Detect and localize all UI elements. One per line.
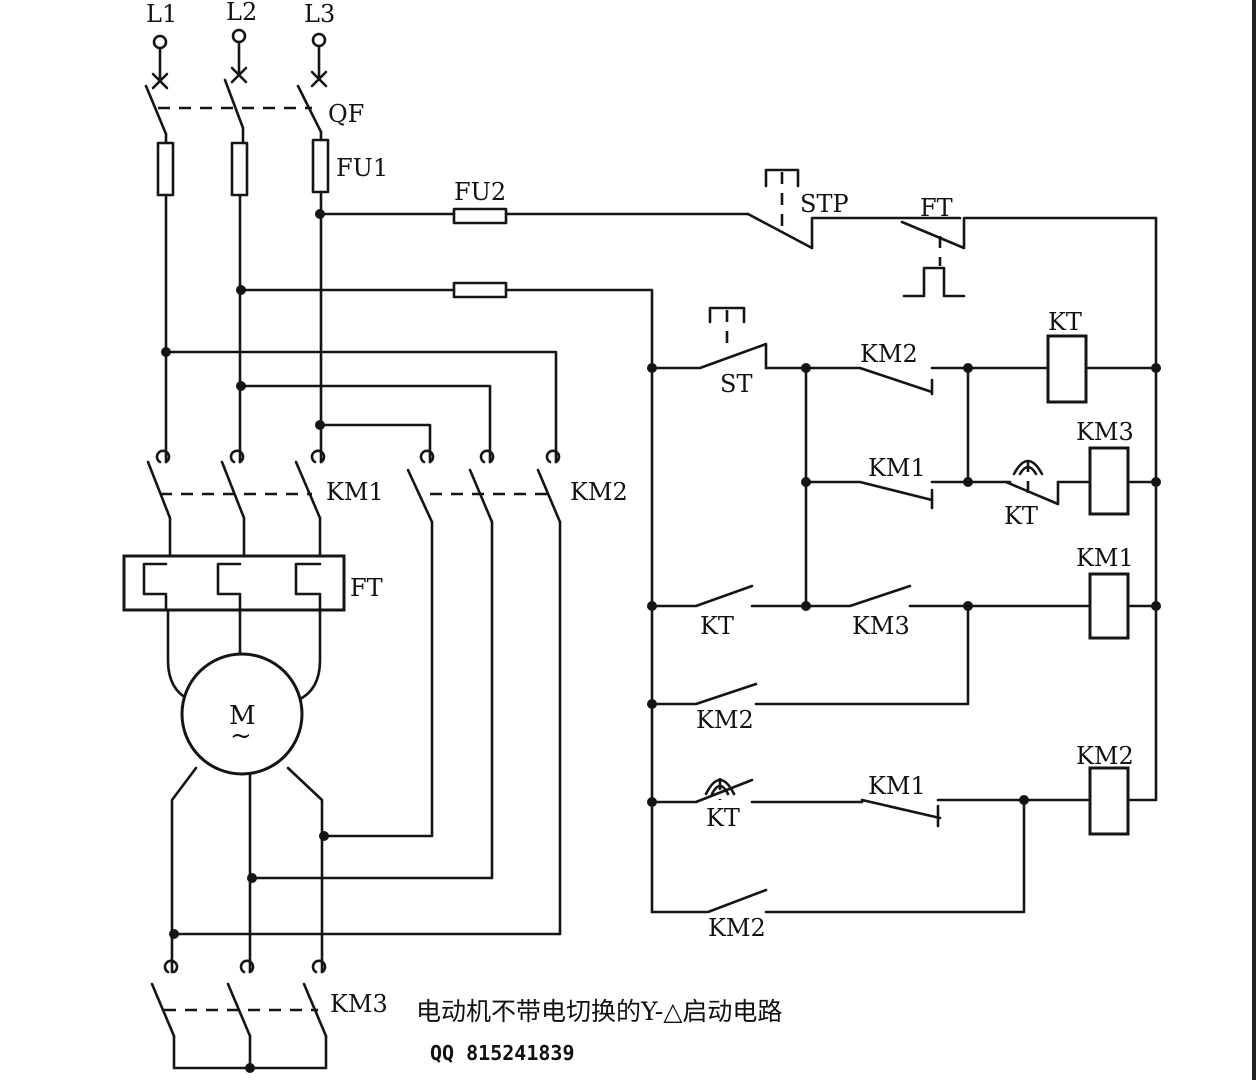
km1-main-label: KM1 bbox=[326, 478, 384, 506]
power-terminals: L1 L2 L3 bbox=[146, 0, 335, 80]
fuse-fu2-l2 bbox=[452, 281, 508, 299]
rung-4: KM2 bbox=[650, 604, 970, 734]
rung-5: KT KM1 KM2 bbox=[650, 742, 1134, 836]
thermal-relay-ft: FT bbox=[122, 554, 383, 612]
motor-m-label: M bbox=[229, 701, 256, 731]
kt-coil bbox=[1046, 334, 1088, 404]
rung-1: KM2 KT bbox=[858, 308, 1158, 404]
km3-coil-label: KM3 bbox=[1076, 418, 1134, 446]
ft-contact-label: FT bbox=[920, 194, 953, 222]
km3-main-label: KM3 bbox=[330, 990, 388, 1018]
km2-coil-label: KM2 bbox=[1076, 742, 1134, 770]
km2-nc-label: KM2 bbox=[860, 340, 918, 368]
terminal-label-l1: L1 bbox=[146, 0, 177, 28]
stp-label: STP bbox=[800, 190, 849, 218]
breaker-qf: QF bbox=[144, 66, 364, 136]
kt-timed-label-5: KT bbox=[706, 804, 740, 832]
km3-coil bbox=[1088, 446, 1130, 516]
fuse-fu2 bbox=[452, 207, 508, 225]
motor: M ~ bbox=[180, 652, 304, 776]
motor-tilde: ~ bbox=[230, 721, 252, 751]
terminal-l3 bbox=[311, 32, 327, 48]
kt-no-label: KT bbox=[700, 612, 734, 640]
rung-3: KT KM3 KM1 bbox=[650, 544, 1158, 640]
terminal-label-l3: L3 bbox=[304, 0, 335, 28]
kt-coil-label: KT bbox=[1048, 308, 1082, 336]
terminal-label-l2: L2 bbox=[226, 0, 257, 26]
km2-hold-label-6: KM2 bbox=[708, 914, 766, 942]
km1-coil-label: KM1 bbox=[1076, 544, 1134, 572]
kt-timed-label: KT bbox=[1004, 502, 1038, 530]
rung-6: KM2 bbox=[650, 798, 1026, 942]
rung-2: KM1 KT KM3 bbox=[804, 366, 1158, 530]
stop-button-stp: STP bbox=[746, 168, 962, 250]
terminal-l2 bbox=[231, 28, 247, 44]
km2-hold-label-4: KM2 bbox=[696, 706, 754, 734]
ft-contact: FT bbox=[900, 194, 1158, 298]
km1-nc-label: KM1 bbox=[868, 454, 926, 482]
km2-main-label: KM2 bbox=[570, 478, 628, 506]
fu2-label: FU2 bbox=[454, 178, 506, 206]
ft-relay-label: FT bbox=[350, 574, 383, 602]
fuses-fu1: FU1 bbox=[156, 126, 388, 197]
contactor-km1: KM1 bbox=[146, 449, 384, 520]
contactor-km2: KM2 bbox=[406, 449, 628, 524]
km1-nc-label-5: KM1 bbox=[868, 772, 926, 800]
scan-edge bbox=[1252, 0, 1256, 1080]
contactor-km3: KM3 bbox=[150, 959, 388, 1073]
terminal-l1 bbox=[152, 34, 168, 50]
km2-coil bbox=[1088, 766, 1130, 836]
km3-no-label: KM3 bbox=[852, 612, 910, 640]
start-button-st: ST bbox=[650, 306, 768, 398]
km1-coil bbox=[1088, 572, 1130, 640]
st-label: ST bbox=[720, 370, 752, 398]
qq-number: QQ 815241839 bbox=[430, 1041, 575, 1065]
diagram-caption: 电动机不带电切换的Y-△启动电路 bbox=[416, 997, 783, 1026]
fu1-label: FU1 bbox=[336, 154, 388, 182]
qf-label: QF bbox=[328, 100, 364, 128]
